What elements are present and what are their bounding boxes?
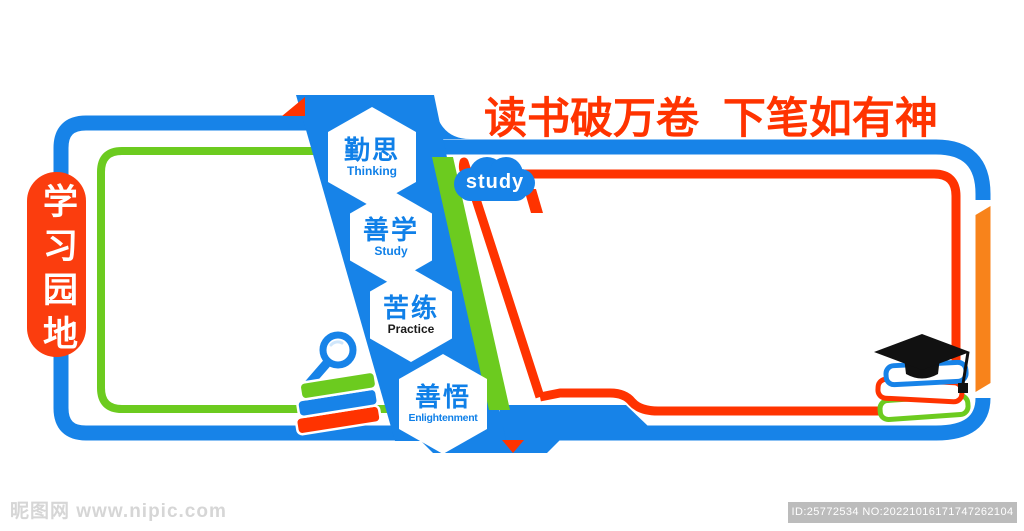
outer-frame-blue — [53, 115, 991, 441]
green-diagonal-stripe — [432, 157, 510, 410]
side-banner-pill — [27, 172, 86, 357]
badge-study-zh: 善学 — [362, 215, 419, 245]
badge-practice-en: Practice — [387, 322, 435, 336]
poster-title: 读书破万卷 下笔如有神 — [484, 95, 938, 143]
badge-practice-zh: 苦练 — [382, 293, 439, 323]
band-bar-fillet — [434, 105, 470, 139]
badge-study-en: Study — [374, 244, 408, 258]
badge-thinking-en: Thinking — [347, 164, 397, 178]
badge-thinking-zh: 勤思 — [343, 135, 400, 165]
red-accent-slash — [524, 189, 543, 213]
band-bottom-step — [500, 405, 648, 426]
inner-frame-green — [97, 147, 420, 413]
badge-enlightenment-en: Enlightenment — [408, 412, 478, 424]
badge-enlightenment-zh: 善悟 — [414, 382, 471, 412]
side-banner-text: 学习园地 — [38, 183, 77, 359]
graduation-cap-icon — [874, 334, 970, 393]
study-cloud — [454, 157, 535, 201]
top-bar-blue — [430, 139, 991, 200]
site-watermark: 昵图网 www.nipic.com — [10, 501, 227, 522]
study-cloud-label: study — [465, 171, 525, 193]
top-accent-triangle — [282, 97, 305, 116]
books-stack-left — [294, 370, 382, 436]
bottom-accent-triangle — [502, 440, 524, 453]
right-edge-orange-segment — [975, 206, 991, 392]
image-id-badge: ID:25772534 NO:20221016171747262104 — [788, 502, 1017, 523]
